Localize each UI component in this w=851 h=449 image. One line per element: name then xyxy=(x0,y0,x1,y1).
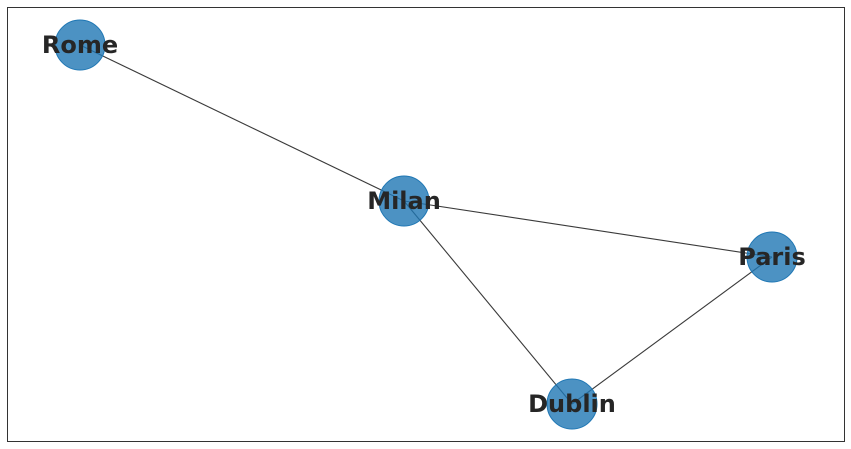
node-label-paris: Paris xyxy=(738,243,806,271)
node-paris: Paris xyxy=(738,231,806,283)
edge-milan-paris xyxy=(403,200,773,258)
node-circle-milan xyxy=(378,175,430,227)
edge-milan-dublin xyxy=(403,200,573,405)
edges-layer xyxy=(79,44,773,405)
plot-frame xyxy=(7,7,845,442)
node-label-milan: Milan xyxy=(367,187,441,215)
node-milan: Milan xyxy=(367,175,441,227)
node-circle-dublin xyxy=(546,378,598,430)
node-dublin: Dublin xyxy=(528,378,616,430)
node-rome: Rome xyxy=(42,19,118,71)
node-circle-paris xyxy=(746,231,798,283)
node-label-dublin: Dublin xyxy=(528,390,616,418)
node-circle-rome xyxy=(54,19,106,71)
edge-rome-milan xyxy=(79,44,405,202)
edge-dublin-paris xyxy=(571,256,773,405)
node-label-rome: Rome xyxy=(42,31,118,59)
